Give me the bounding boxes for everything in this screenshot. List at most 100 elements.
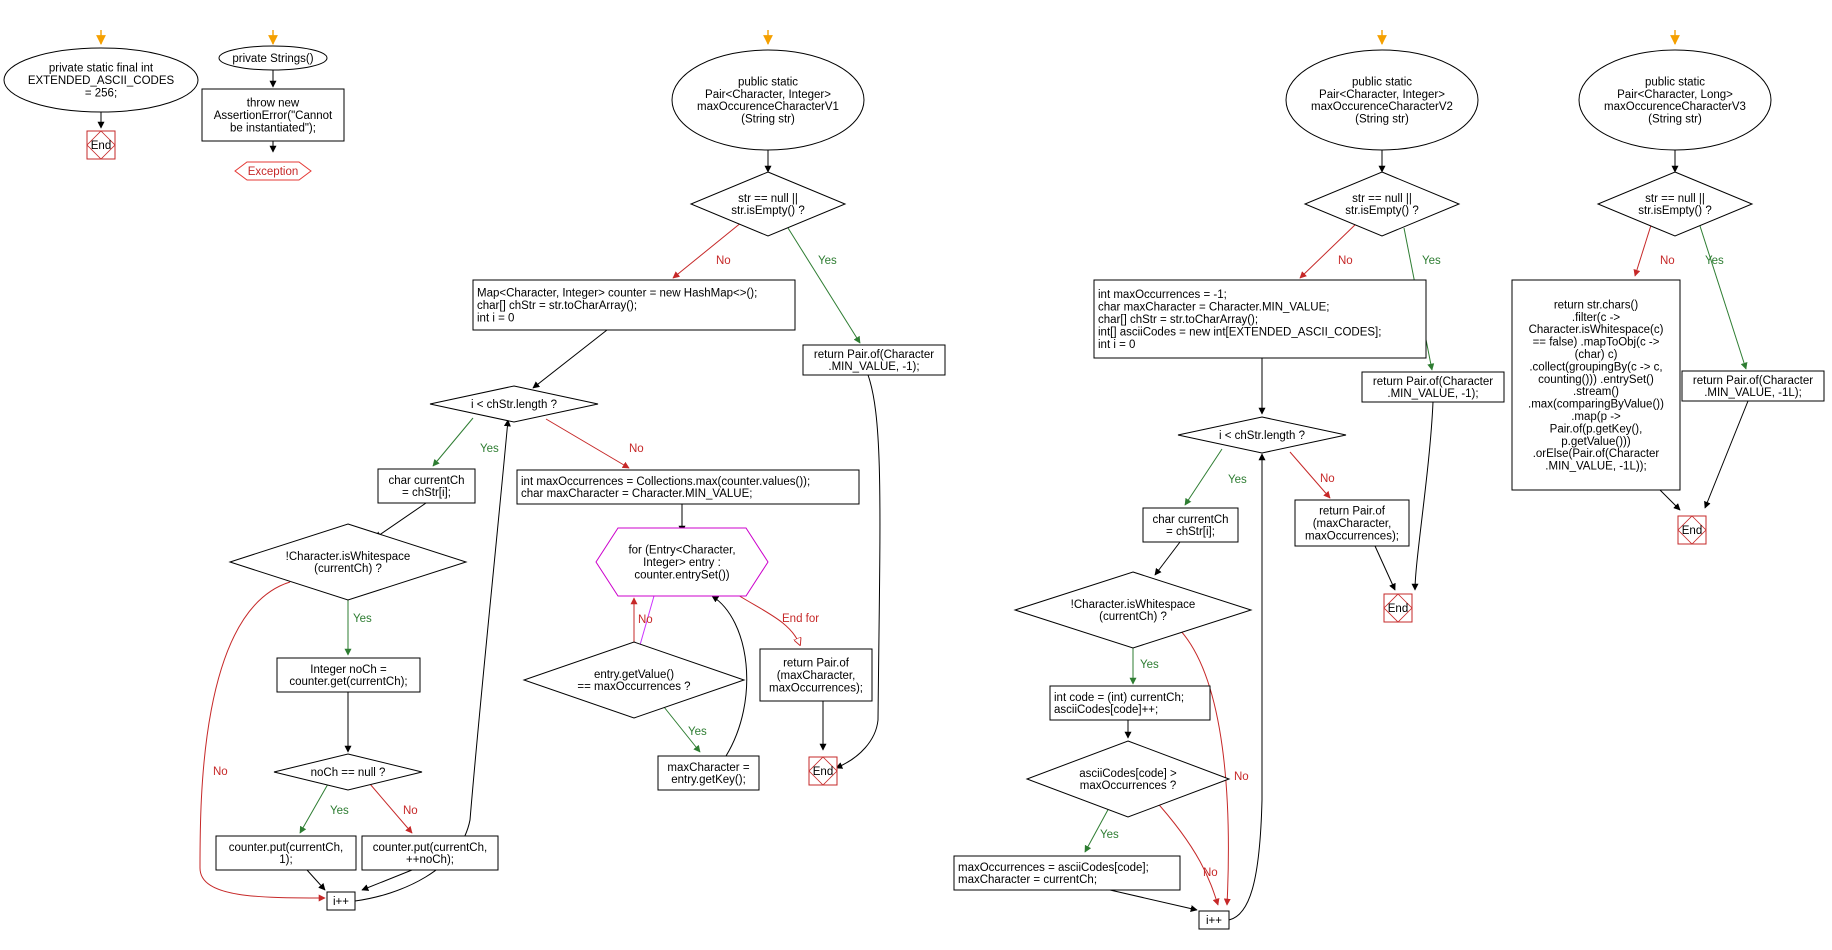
v1-edge-8 bbox=[711, 595, 748, 757]
node-text-line: str == null || bbox=[1352, 193, 1412, 205]
node-text-line: for (Entry<Character, bbox=[628, 545, 735, 557]
v1-edge-yes5 bbox=[659, 701, 701, 753]
node-text-line: char[] chStr = str.toCharArray(); bbox=[1098, 314, 1258, 326]
v2-increment-box bbox=[1198, 910, 1230, 930]
node-text-line: public static bbox=[1645, 76, 1705, 88]
node-text-line: char[] chStr = str.toCharArray(); bbox=[477, 300, 637, 312]
v2-lbl-no2: No bbox=[1320, 473, 1335, 485]
ctor-throw-box bbox=[201, 88, 345, 142]
v2-null-check-shape bbox=[1303, 171, 1461, 237]
node-text-line: maxOccurenceCharacterV3 bbox=[1604, 101, 1746, 113]
node-text-line: int maxOccurrences = -1; bbox=[1098, 289, 1227, 301]
node-text-line: noCh == null ? bbox=[311, 767, 386, 779]
node-text-line: str == null || bbox=[1645, 193, 1705, 205]
v2-end-label: End bbox=[1388, 603, 1408, 615]
node-text-line: char maxCharacter = Character.MIN_VALUE; bbox=[521, 488, 752, 500]
v1-put-one-box bbox=[215, 835, 357, 871]
node-text-line: maxOccurenceCharacterV2 bbox=[1311, 101, 1453, 113]
v1-max-init: int maxOccurrences = Collections.max(cou… bbox=[516, 469, 860, 505]
node-text-line: (String str) bbox=[1355, 114, 1409, 126]
node-text-line: be instantiated"); bbox=[230, 122, 316, 134]
v2-edge-7 bbox=[1109, 889, 1198, 912]
node-text-line: Integer> entry : bbox=[643, 557, 721, 569]
v2-lbl-no3: No bbox=[1234, 771, 1249, 783]
const-end-diamond bbox=[86, 130, 116, 160]
v2-code-check-shape bbox=[1025, 740, 1231, 818]
v2-start-shape bbox=[1285, 49, 1479, 151]
node-text-line: (currentCh) ? bbox=[1099, 611, 1167, 623]
v1-value-check-shape bbox=[522, 641, 746, 719]
v1-null-count: noCh == null ? bbox=[273, 753, 423, 791]
node-text-line: .collect(groupingBy(c -> c, bbox=[1529, 361, 1662, 373]
node-text-line: public static bbox=[1352, 76, 1412, 88]
node-text-line: Pair<Character, Integer> bbox=[705, 89, 831, 101]
v1-loop-cond: i < chStr.length ? bbox=[429, 385, 599, 423]
v3-start-shape bbox=[1578, 49, 1772, 151]
node-text-line: int i = 0 bbox=[1098, 339, 1135, 351]
node-text-line: .filter(c -> bbox=[1572, 312, 1621, 324]
node-text-line: asciiCodes[code] > bbox=[1079, 768, 1177, 780]
v2-code-check: asciiCodes[code] >maxOccurrences ? bbox=[1025, 740, 1231, 818]
v1-ws-check: !Character.isWhitespace(currentCh) ? bbox=[228, 523, 468, 601]
v2-lbl-yes3: Yes bbox=[1140, 659, 1159, 671]
v2-return-empty: return Pair.of(Character.MIN_VALUE, -1); bbox=[1361, 371, 1505, 403]
v3-end: End bbox=[1677, 515, 1707, 545]
v3-edge-3 bbox=[1704, 400, 1749, 509]
v2-init: int maxOccurrences = -1;char maxCharacte… bbox=[1093, 279, 1427, 359]
v3-null-check: str == null ||str.isEmpty() ? bbox=[1596, 171, 1754, 237]
node-text-line: (char) c) bbox=[1575, 349, 1618, 361]
v2-init-box bbox=[1093, 279, 1427, 359]
const-end: End bbox=[86, 130, 116, 160]
v3-null-check-shape bbox=[1596, 171, 1754, 237]
v2-end-diamond bbox=[1383, 593, 1413, 623]
v1-put-inc-box bbox=[361, 835, 499, 871]
v1-null-count-shape bbox=[273, 753, 423, 791]
v1-end-diamond bbox=[808, 756, 838, 786]
ctor-start: private Strings() bbox=[218, 45, 328, 71]
v2-return-result: return Pair.of(maxCharacter,maxOccurrenc… bbox=[1294, 499, 1410, 547]
node-text-line: return Pair.of(Character bbox=[814, 349, 934, 361]
v1-end-label: End bbox=[813, 766, 833, 778]
v3-end-label: End bbox=[1682, 525, 1702, 537]
v3-return-empty-box bbox=[1681, 370, 1825, 402]
ctor-exception-label: Exception bbox=[248, 166, 299, 178]
v1-lbl-yes2: Yes bbox=[480, 443, 499, 455]
node-text-line: maxOccurrences ? bbox=[1080, 780, 1177, 792]
v1-edge-6 bbox=[306, 869, 326, 891]
v1-put-inc: counter.put(currentCh,++noCh); bbox=[361, 835, 499, 871]
v2-edge-no4 bbox=[1152, 797, 1220, 906]
v2-loop-cond: i < chStr.length ? bbox=[1177, 416, 1347, 454]
node-text-line: counter.put(currentCh, bbox=[229, 842, 343, 854]
node-text-line: int maxOccurrences = Collections.max(cou… bbox=[521, 476, 810, 488]
node-text-line: maxCharacter = bbox=[667, 762, 749, 774]
node-text-line: .max(comparingByValue()) bbox=[1528, 399, 1664, 411]
node-text-line: maxOccurrences = asciiCodes[code]; bbox=[958, 862, 1149, 874]
v1-return-result: return Pair.of(maxCharacter,maxOccurrenc… bbox=[759, 648, 873, 702]
v1-edge-no2 bbox=[545, 418, 630, 469]
ctor-exception-shape bbox=[234, 161, 312, 181]
node-text-line: Pair.of(p.getKey(), bbox=[1550, 423, 1643, 435]
node-text-line: private static final int bbox=[49, 63, 154, 75]
node-text-line: == maxOccurrences ? bbox=[577, 681, 690, 693]
v1-edge-no1 bbox=[672, 221, 743, 279]
node-text-line: (maxCharacter, bbox=[1313, 518, 1392, 530]
v2-edge-no2 bbox=[1289, 451, 1331, 499]
v3-lbl-no1: No bbox=[1660, 255, 1675, 267]
v2-edge-back bbox=[1228, 453, 1266, 921]
node-text-line: (String str) bbox=[1648, 114, 1702, 126]
const-start: private static final intEXTENDED_ASCII_C… bbox=[3, 47, 199, 113]
node-text-line: .map(p -> bbox=[1571, 411, 1621, 423]
node-text-line: = chStr[i]; bbox=[1166, 526, 1215, 538]
node-text-line: maxOccurrences); bbox=[769, 682, 863, 694]
node-text-line: public static bbox=[738, 76, 798, 88]
v1-lbl-endfor: End for bbox=[782, 613, 819, 625]
v1-get-count: Integer noCh =counter.get(currentCh); bbox=[276, 657, 421, 693]
node-text-line: return Pair.of bbox=[783, 658, 850, 670]
v1-edge-7 bbox=[361, 869, 413, 891]
node-text-line: i++ bbox=[1206, 915, 1222, 927]
v2-ws-check: !Character.isWhitespace(currentCh) ? bbox=[1013, 571, 1253, 649]
